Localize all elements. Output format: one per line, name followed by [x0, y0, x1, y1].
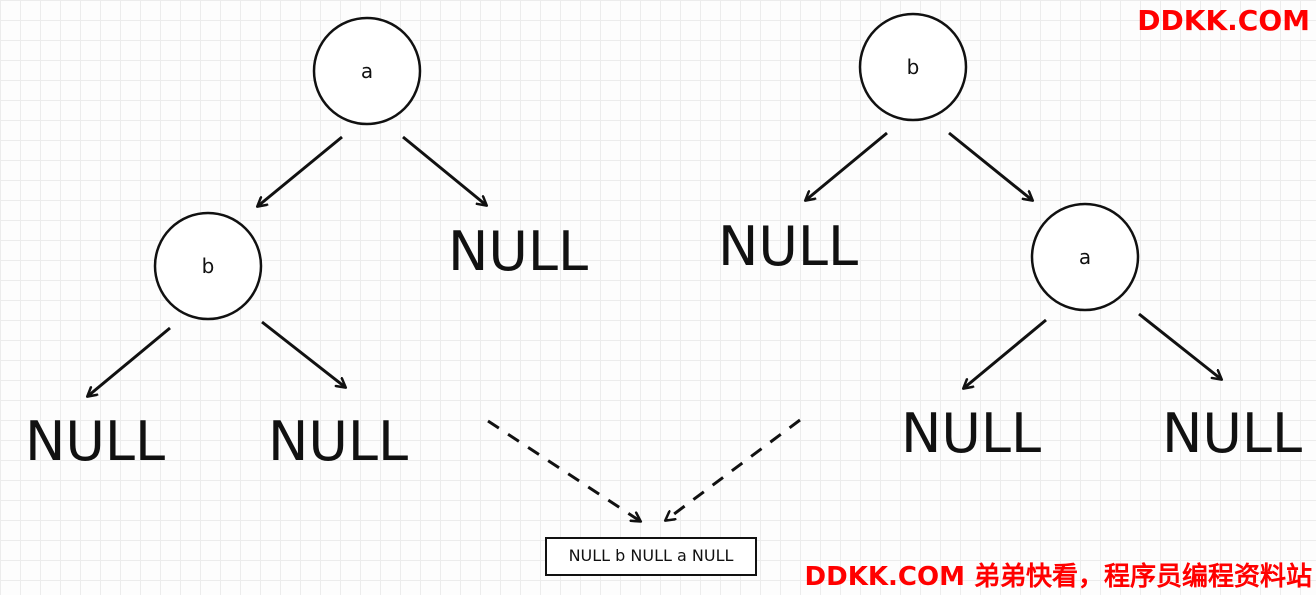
result-text: NULL b NULL a NULL [569, 546, 734, 565]
right-child-label: a [1079, 245, 1091, 269]
left-null-left-of-b: NULL [25, 410, 165, 473]
right-root-node [858, 12, 968, 122]
left-edge-b-to-null-right [261, 320, 345, 387]
left-child-label: b [202, 254, 215, 278]
watermark-top: DDKK.COM [1137, 4, 1310, 37]
left-edge-root-to-b [258, 135, 343, 206]
right-null-left-of-root: NULL [718, 215, 858, 278]
right-edge-a-to-null-right [1138, 312, 1221, 379]
left-root-node [312, 16, 422, 126]
left-null-right-of-b: NULL [268, 410, 408, 473]
left-edge-root-to-null [402, 135, 486, 205]
right-null-right-of-a: NULL [1162, 402, 1302, 465]
left-child-node [153, 211, 263, 321]
left-null-right-of-root: NULL [448, 220, 588, 283]
right-tree: b NULL a NULL NULL [718, 12, 1302, 465]
dashed-arrow-left [487, 419, 640, 521]
left-edge-b-to-null-left [88, 326, 171, 396]
right-edge-root-to-null [806, 131, 888, 200]
left-root-label: a [361, 59, 373, 83]
right-child-node [1030, 202, 1140, 312]
right-root-label: b [907, 55, 920, 79]
left-tree: a b NULL NULL NULL [25, 16, 588, 473]
dashed-arrow-right [666, 418, 801, 520]
right-null-left-of-a: NULL [901, 402, 1041, 465]
result-box: NULL b NULL a NULL [545, 537, 757, 576]
right-edge-root-to-a [948, 131, 1032, 200]
watermark-bottom: DDKK.COM 弟弟快看，程序员编程资料站 [804, 562, 1312, 592]
right-edge-a-to-null-left [964, 318, 1047, 388]
